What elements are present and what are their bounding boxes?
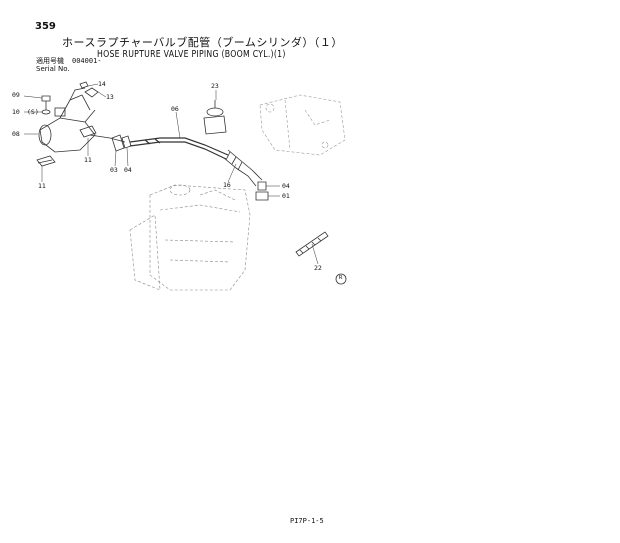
callout-01: 01 [282, 192, 290, 200]
callout-22: 22 [314, 264, 322, 272]
clamp-23 [203, 100, 227, 135]
serial-label-english: Serial No. [36, 65, 70, 73]
adapter-01 [255, 191, 269, 201]
page-code: PI7P-1-5 [290, 517, 324, 525]
serial-value: 004001- [72, 57, 102, 65]
machine-frame-outline [129, 184, 251, 291]
callout-11-lower: 11 [38, 182, 46, 190]
plate-11-upper [79, 125, 97, 138]
callout-11-upper: 11 [84, 156, 92, 164]
callout-09: 09 [12, 91, 20, 99]
adapter-03 [111, 134, 125, 152]
callout-s: (S) [27, 108, 39, 116]
callout-14: 14 [98, 80, 106, 88]
boom-area-outline [259, 94, 346, 156]
callout-06: 06 [171, 105, 179, 113]
protector-16 [223, 149, 263, 187]
serial-label-japanese: 適用号機 [36, 57, 64, 65]
callout-04-left: 04 [124, 166, 132, 174]
callout-10: 10 [12, 108, 20, 116]
band-22 [295, 231, 329, 257]
title-english: HOSE RUPTURE VALVE PIPING (BOOM CYL.)(1) [97, 49, 286, 60]
callout-03: 03 [110, 166, 118, 174]
fitting-14 [79, 81, 89, 89]
callout-16: 16 [223, 181, 231, 189]
callout-04-right: 04 [282, 182, 290, 190]
callout-13: 13 [106, 93, 114, 101]
fitting-13 [84, 87, 99, 98]
callout-23: 23 [211, 82, 219, 90]
callout-08: 08 [12, 130, 20, 138]
callout-r: R [339, 275, 343, 281]
bolt-09 [41, 95, 51, 110]
page-number: 359 [35, 21, 56, 32]
title-japanese: ホースラプチャーバルブ配管（ブームシリンダ）（１） [62, 36, 343, 49]
hose-rupture-valve [38, 87, 126, 153]
plate-11-lower [36, 155, 56, 167]
reference-mark [335, 273, 347, 285]
fitting-04 [257, 181, 267, 191]
washer-10 [41, 109, 51, 115]
hose-06 [129, 137, 229, 160]
